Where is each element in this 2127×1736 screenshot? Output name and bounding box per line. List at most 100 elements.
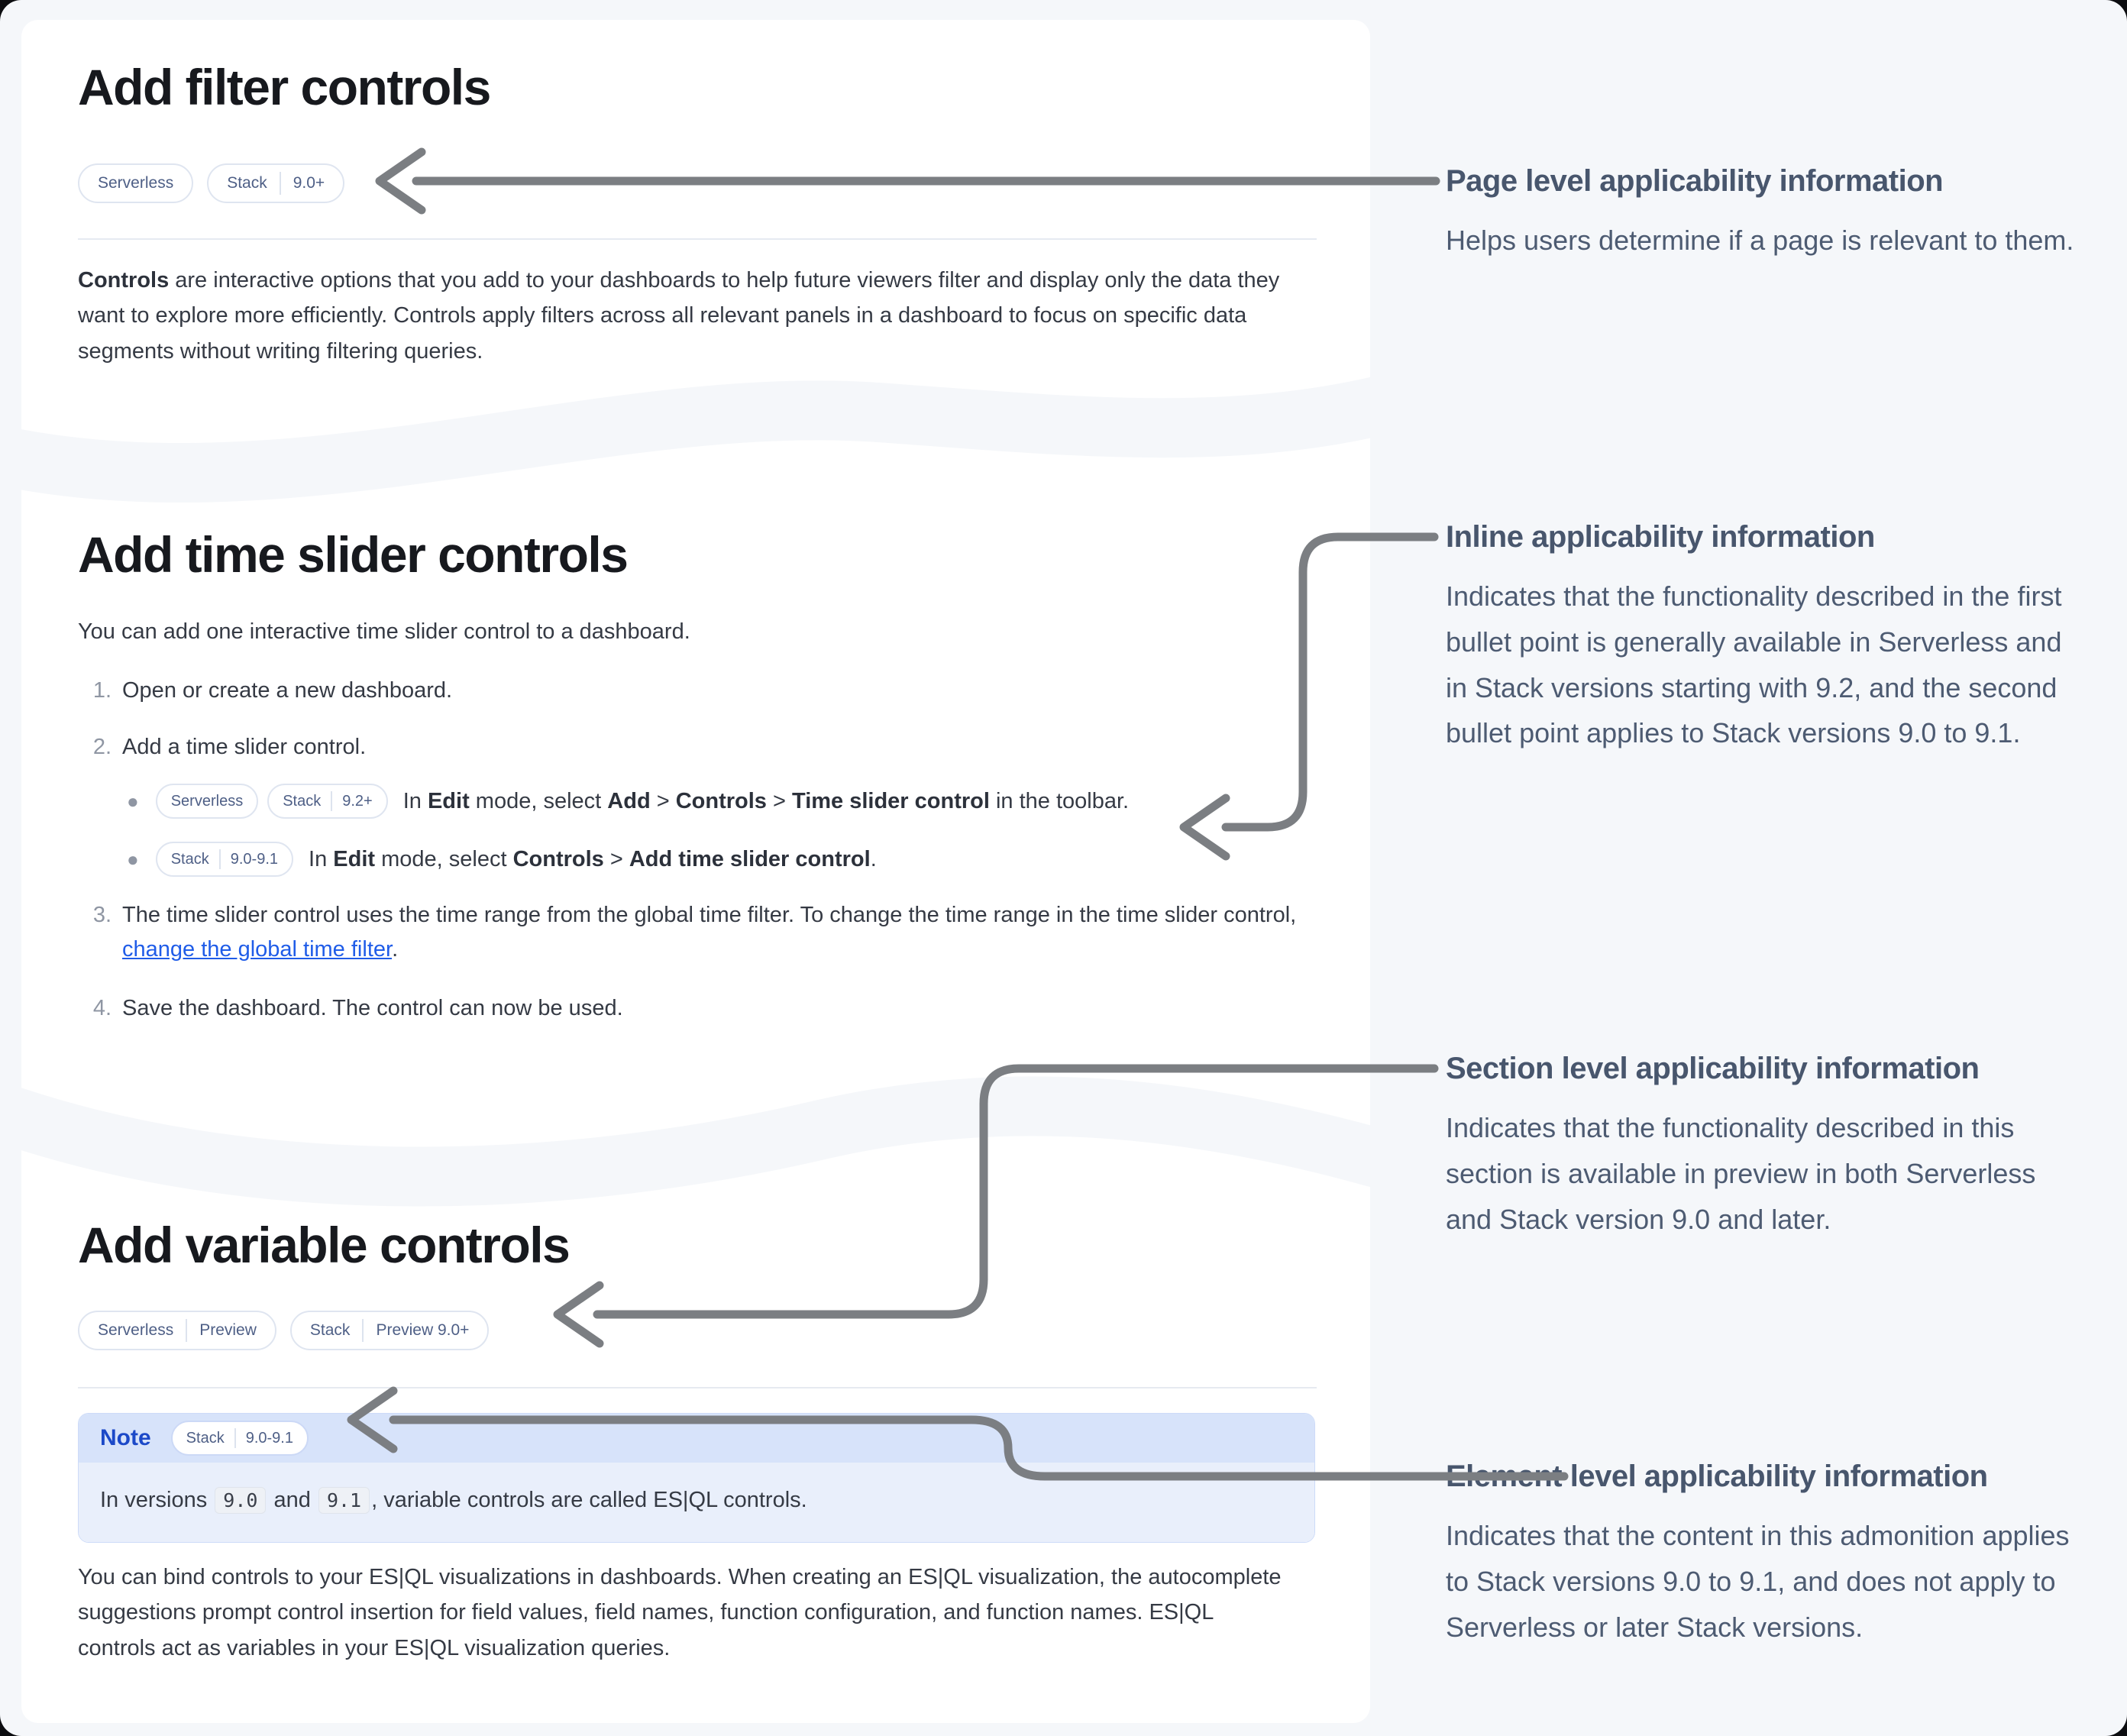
- badge-lifecycle-version: Preview 9.0+: [376, 1321, 470, 1339]
- badge-divider: [279, 172, 281, 195]
- badge-label: Stack: [227, 174, 267, 192]
- step-number: 1.: [92, 678, 112, 703]
- badge-stack-version: Stack 9.0+: [207, 163, 345, 203]
- step-item-1: 1. Open or create a new dashboard.: [78, 674, 1317, 708]
- note-header: Note Stack 9.0-9.1: [79, 1414, 1314, 1463]
- step-number: 2.: [92, 735, 112, 759]
- page-title: Add filter controls: [78, 59, 491, 115]
- bullet-dot: ●: [127, 847, 139, 871]
- text-segment: Add time slider control: [629, 846, 871, 871]
- annotation-body: Indicates that the content in this admon…: [1446, 1520, 2070, 1643]
- page-applicability-badges: Serverless Stack 9.0+: [78, 163, 1317, 203]
- annotation-page-level: Page level applicability information Hel…: [1446, 163, 2081, 263]
- badge-version: 9.0-9.1: [230, 850, 279, 868]
- section-title-time-slider: Add time slider controls: [78, 526, 629, 583]
- annotation-body: Helps users determine if a page is relev…: [1446, 225, 2074, 256]
- text-segment: Add: [607, 788, 651, 813]
- annotation-heading: Inline applicability information: [1446, 520, 1875, 554]
- step-item-4: 4. Save the dashboard. The control can n…: [78, 991, 1317, 1026]
- badge-divider: [234, 1428, 236, 1448]
- text-segment: in the toolbar.: [989, 788, 1130, 813]
- text-segment: Controls: [78, 268, 170, 293]
- annotation-heading: Section level applicability information: [1446, 1052, 1980, 1085]
- text-segment: In: [402, 788, 428, 813]
- step-text: Open or create a new dashboard.: [122, 678, 453, 703]
- bullet-item-1: ● Serverless Stack 9.2+ In Edit mode, se…: [127, 784, 1317, 819]
- intro-paragraph: Controls are interactive options that yo…: [78, 263, 1308, 369]
- note-admonition: Note Stack 9.0-9.1 In versions 9.0 and 9…: [78, 1413, 1315, 1543]
- step-number: 4.: [92, 996, 112, 1020]
- step-text: Add a time slider control.: [122, 735, 367, 759]
- section-title-variable-controls: Add variable controls: [78, 1217, 571, 1273]
- badge-label: Serverless: [98, 1321, 174, 1339]
- badge-divider: [362, 1319, 364, 1342]
- badge-stack-preview-version: Stack Preview 9.0+: [289, 1311, 490, 1350]
- annotation-inline-level: Inline applicability information Indicat…: [1446, 519, 2081, 756]
- badge-lifecycle: Preview: [199, 1321, 257, 1339]
- badge-serverless-preview: Serverless Preview: [78, 1311, 276, 1350]
- section-intro: You can add one interactive time slider …: [78, 619, 690, 644]
- note-label: Note: [100, 1425, 151, 1450]
- text-segment: .: [870, 846, 877, 871]
- annotation-body: Indicates that the functionality describ…: [1446, 580, 2062, 749]
- section-applicability-badges: Serverless Preview Stack Preview 9.0+: [78, 1311, 1317, 1350]
- step-item-2: 2. Add a time slider control.: [78, 730, 1317, 765]
- bullet-item-2: ● Stack 9.0-9.1 In Edit mode, select Con…: [127, 842, 1317, 877]
- global-time-filter-link[interactable]: change the global time filter: [122, 936, 393, 962]
- text-segment: The time slider control uses the time ra…: [122, 903, 1297, 927]
- note-body: In versions 9.0 and 9.1, variable contro…: [79, 1463, 1314, 1542]
- text-segment: Controls: [675, 788, 767, 813]
- section-divider: [78, 1387, 1317, 1388]
- badge-serverless: Serverless: [78, 163, 194, 203]
- badge-stack-version: Stack 9.2+: [267, 784, 388, 819]
- annotation-body: Indicates that the functionality describ…: [1446, 1112, 2036, 1235]
- text-segment: mode, select: [375, 846, 513, 871]
- section-divider: [78, 238, 1317, 240]
- text-segment: >: [603, 846, 629, 871]
- inline-applicability-badges: Serverless Stack 9.2+: [155, 784, 388, 819]
- inline-applicability-badges: Stack 9.0-9.1: [155, 842, 294, 877]
- badge-label: Serverless: [170, 792, 244, 810]
- badge-stack-version: Stack 9.0-9.1: [170, 1421, 309, 1456]
- bullet-dot: ●: [127, 789, 139, 813]
- annotation-heading: Element level applicability information: [1446, 1460, 1988, 1493]
- bullet-text: In Edit mode, select Add > Controls > Ti…: [403, 789, 1129, 814]
- badge-label: Serverless: [98, 174, 174, 192]
- step-item-3: 3. The time slider control uses the time…: [78, 898, 1315, 967]
- step-text: Save the dashboard. The control can now …: [122, 996, 623, 1020]
- badge-divider: [218, 849, 221, 869]
- version-code-chip: 9.1: [318, 1487, 370, 1514]
- annotation-section-level: Section level applicability information …: [1446, 1050, 2081, 1242]
- badge-stack-version: Stack 9.0-9.1: [155, 842, 294, 877]
- text-segment: Edit: [427, 788, 470, 813]
- annotation-element-level: Element level applicability information …: [1446, 1458, 2081, 1650]
- badge-serverless: Serverless: [155, 784, 259, 819]
- badge-version: 9.2+: [342, 792, 373, 810]
- badge-version: 9.0-9.1: [245, 1429, 293, 1447]
- text-segment: >: [650, 788, 676, 813]
- text-segment: In: [309, 846, 334, 871]
- text-segment: , variable controls are called ES|QL con…: [371, 1488, 807, 1512]
- step-text: The time slider control uses the time ra…: [122, 898, 1315, 967]
- badge-label: Stack: [186, 1429, 225, 1447]
- text-segment: are interactive options that you add to …: [78, 268, 1280, 364]
- text-segment: mode, select: [469, 788, 608, 813]
- text-segment: In versions: [100, 1488, 214, 1512]
- doc-content-column: Add filter controls Serverless Stack 9.0…: [21, 20, 1370, 1723]
- badge-label: Stack: [170, 850, 209, 868]
- annotation-heading: Page level applicability information: [1446, 164, 1944, 198]
- step-number: 3.: [92, 903, 112, 927]
- text-segment: Time slider control: [792, 788, 990, 813]
- badge-divider: [331, 791, 333, 811]
- badge-divider: [186, 1319, 188, 1342]
- esql-paragraph: You can bind controls to your ES|QL visu…: [78, 1565, 1282, 1660]
- text-segment: >: [766, 788, 792, 813]
- text-segment: Controls: [512, 846, 604, 871]
- badge-version: 9.0+: [293, 174, 325, 192]
- text-segment: and: [267, 1488, 317, 1512]
- badge-label: Stack: [283, 792, 322, 810]
- text-segment: Edit: [333, 846, 376, 871]
- version-code-chip: 9.0: [215, 1487, 267, 1514]
- badge-label: Stack: [309, 1321, 351, 1339]
